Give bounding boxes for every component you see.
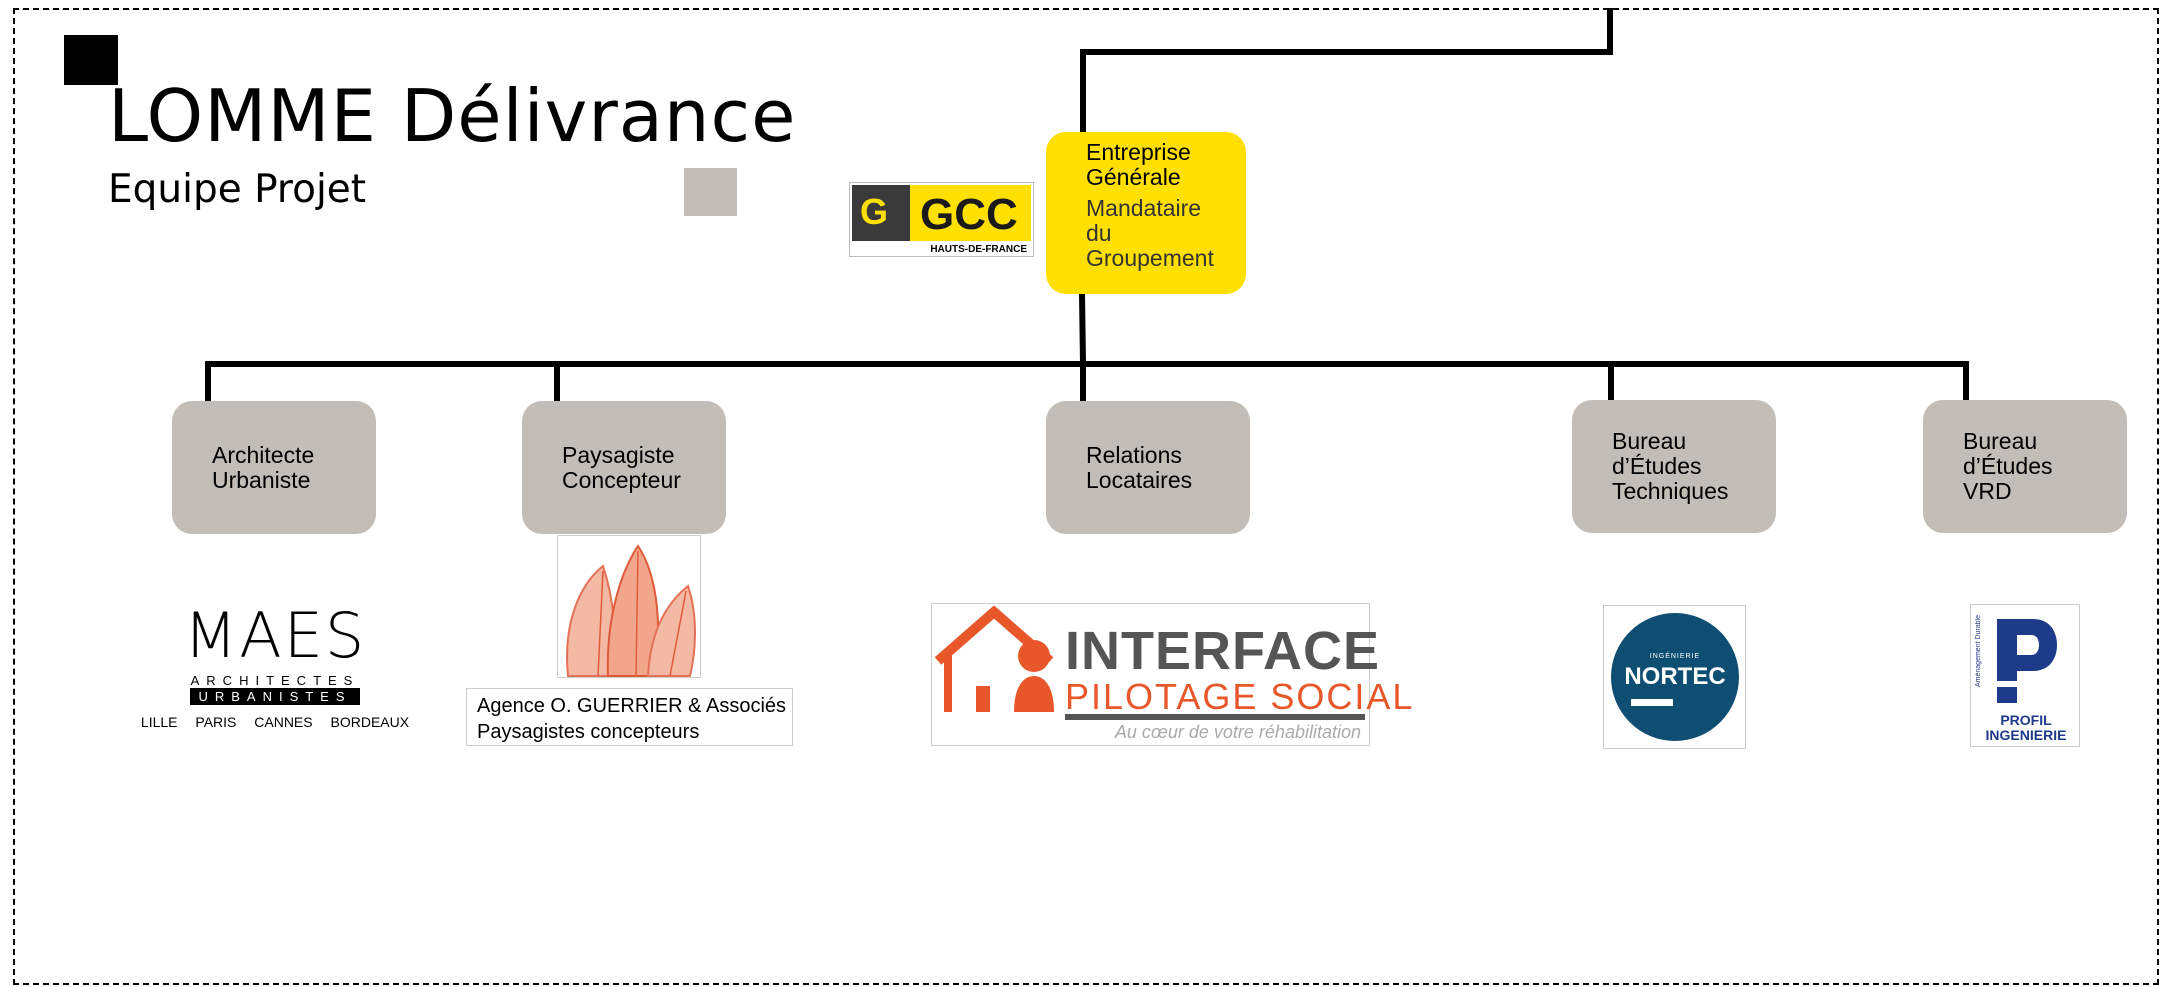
maes-cities: LILLE PARIS CANNES BORDEAUX bbox=[140, 714, 410, 730]
title-square-mark bbox=[64, 35, 118, 85]
maes-word: MAES bbox=[183, 599, 367, 672]
title-accent-square bbox=[684, 168, 737, 216]
role-box-architecte: Architecte Urbaniste bbox=[172, 401, 376, 534]
role-line: Bureau bbox=[1963, 428, 2038, 454]
nortec-word: NORTEC bbox=[1624, 663, 1726, 690]
profil-p-icon bbox=[1997, 619, 2057, 703]
role-line: VRD bbox=[1963, 478, 2012, 504]
maes-line1: ARCHITECTES bbox=[190, 673, 360, 688]
gcc-sub: HAUTS-DE-FRANCE bbox=[930, 244, 1027, 255]
role-box-bureau-etudes-techniques: Bureau d’Études Techniques bbox=[1572, 400, 1776, 533]
page-frame bbox=[13, 8, 2159, 985]
guerrier-line1: Agence O. GUERRIER & Associés bbox=[477, 695, 787, 717]
main-role-title-1: Entreprise bbox=[1086, 139, 1191, 165]
role-line: Architecte bbox=[212, 441, 315, 468]
interface-title: INTERFACE bbox=[1065, 621, 1381, 681]
role-box-entreprise-generale: Entreprise Générale Mandataire du Groupe… bbox=[1046, 132, 1246, 294]
profil-side: Aménagement Durable bbox=[1975, 615, 1982, 687]
main-role-detail-3: Groupement bbox=[1086, 245, 1214, 271]
role-box-paysagiste: Paysagiste Concepteur bbox=[522, 401, 726, 534]
page-subtitle: Equipe Projet bbox=[108, 167, 367, 212]
gcc-logo: G GCC HAUTS-DE-FRANCE bbox=[849, 182, 1034, 257]
maes-logo: MAES ARCHITECTES URBANISTES LILLE PARIS … bbox=[140, 605, 410, 740]
profil-line2: INGENIERIE bbox=[1985, 727, 2067, 743]
page-title: LOMME Délivrance bbox=[108, 74, 797, 158]
connector-main-down bbox=[1079, 293, 1086, 364]
interface-tagline: Au cœur de votre réhabilitation bbox=[1114, 722, 1361, 742]
guerrier-leaf-icon bbox=[557, 535, 701, 678]
profil-logo: Aménagement Durable PROFIL INGENIERIE bbox=[1970, 604, 2080, 747]
interface-subtitle: PILOTAGE SOCIAL bbox=[1065, 676, 1415, 717]
nortec-underline bbox=[1631, 699, 1673, 706]
guerrier-logo: Agence O. GUERRIER & Associés Paysagiste… bbox=[466, 688, 793, 746]
role-line: Bureau bbox=[1612, 428, 1687, 454]
profil-word: PROFIL INGENIERIE bbox=[1971, 713, 2081, 743]
role-line: Urbaniste bbox=[212, 466, 311, 493]
gcc-yellow-panel bbox=[910, 185, 1031, 241]
profil-line1: PROFIL bbox=[2000, 712, 2052, 728]
main-role-title-2: Générale bbox=[1086, 164, 1181, 190]
main-role-detail-1: Mandataire bbox=[1086, 195, 1202, 221]
nortec-logo: INGÉNIERIE NORTEC bbox=[1603, 605, 1746, 749]
role-line: Techniques bbox=[1612, 478, 1729, 504]
house-icon bbox=[934, 606, 1054, 712]
role-line: Paysagiste bbox=[562, 441, 675, 468]
interface-divider bbox=[1065, 714, 1365, 720]
gcc-glyph-icon: G bbox=[860, 191, 889, 232]
gcc-word: GCC bbox=[920, 190, 1018, 239]
role-line: d’Études bbox=[1612, 453, 1702, 479]
maes-line2: URBANISTES bbox=[190, 688, 360, 705]
main-role-detail-2: du bbox=[1086, 220, 1112, 246]
gcc-mark: G bbox=[852, 185, 910, 241]
interface-logo: INTERFACE PILOTAGE SOCIAL Au cœur de vot… bbox=[931, 603, 1412, 746]
role-line: Locataires bbox=[1086, 466, 1193, 493]
role-box-relations-locataires: Relations Locataires bbox=[1046, 401, 1250, 534]
guerrier-line2: Paysagistes concepteurs bbox=[477, 721, 700, 743]
role-line: Concepteur bbox=[562, 466, 681, 493]
role-line: Relations bbox=[1086, 441, 1182, 468]
role-box-bureau-etudes-vrd: Bureau d’Études VRD bbox=[1923, 400, 2127, 533]
nortec-small: INGÉNIERIE bbox=[1649, 653, 1701, 660]
nortec-circle: INGÉNIERIE NORTEC bbox=[1611, 613, 1739, 741]
role-line: d’Études bbox=[1963, 453, 2053, 479]
connector-top bbox=[1080, 8, 1613, 133]
